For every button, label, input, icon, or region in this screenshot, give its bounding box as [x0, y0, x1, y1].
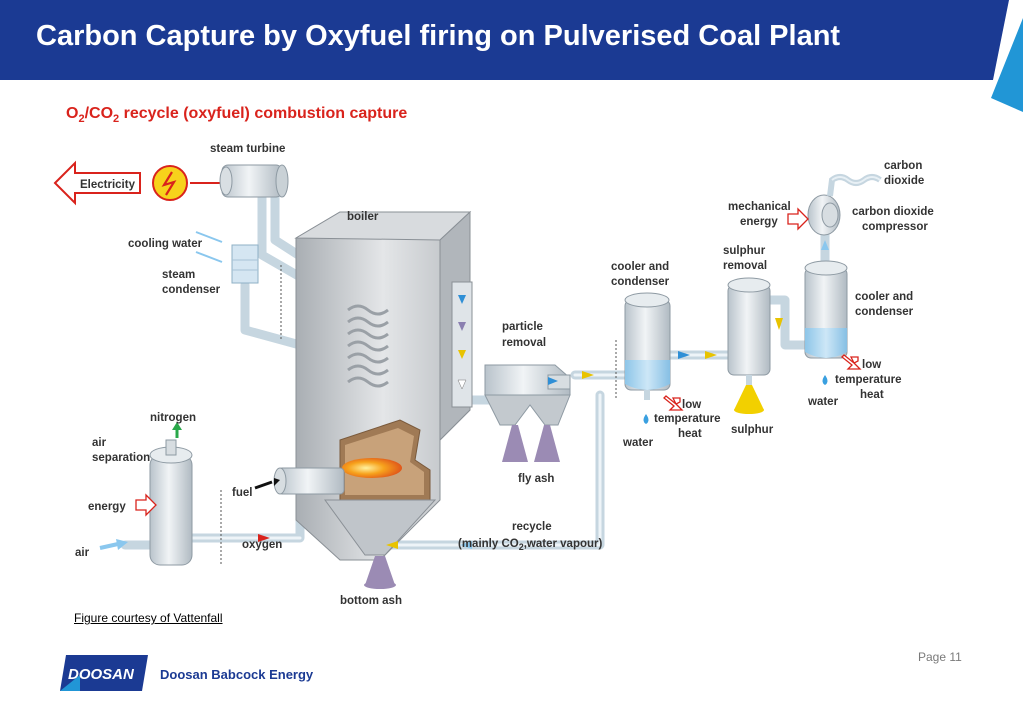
mechanical-energy-arrow	[787, 207, 809, 231]
fly-ash-pile-1	[502, 425, 528, 462]
co2-compressor	[807, 194, 841, 236]
label-air-separation: air separation	[92, 437, 150, 464]
label-electricity: Electricity	[80, 179, 136, 191]
page-number: Page 11	[918, 650, 962, 664]
slide-title: Carbon Capture by Oxyfuel firing on Pulv…	[36, 20, 841, 52]
label-water-2: water	[807, 396, 839, 408]
brand-name: Doosan Babcock Energy	[160, 667, 314, 682]
label-water-1: water	[622, 437, 654, 449]
label-steam-condenser: steam condenser	[162, 269, 221, 296]
water-drop-icon-2	[822, 375, 828, 385]
water-drop-icon-1	[643, 414, 649, 424]
steam-turbine	[219, 164, 289, 198]
low-temp-heat-arrow-1	[663, 395, 684, 411]
label-low-temp-heat-2: low temperature heat	[835, 359, 905, 401]
air-separation-unit	[149, 439, 193, 566]
energy-arrow	[135, 493, 157, 517]
burner	[273, 467, 345, 495]
cooler-condenser-2	[804, 260, 848, 359]
label-fuel: fuel	[232, 487, 252, 499]
label-nitrogen: nitrogen	[150, 412, 196, 424]
slide-header: Carbon Capture by Oxyfuel firing on Pulv…	[0, 0, 1023, 80]
flue-duct	[451, 281, 473, 408]
label-cooler-condenser-2: cooler and condenser	[855, 291, 916, 318]
label-recycle: recycle (mainly CO2,water vapour)	[458, 521, 603, 552]
label-boiler: boiler	[347, 211, 379, 223]
low-temp-heat-arrow-2	[841, 354, 862, 370]
label-steam-turbine: steam turbine	[210, 143, 285, 155]
label-air: air	[75, 547, 90, 559]
label-sulphur-removal: sulphur removal	[723, 245, 768, 272]
label-low-temp-heat-1: low temperature heat	[654, 399, 724, 440]
diagram-title: O2/CO2 recycle (oxyfuel) combustion capt…	[66, 105, 407, 125]
label-fly-ash: fly ash	[518, 473, 554, 485]
label-bottom-ash: bottom ash	[340, 595, 402, 607]
boiler	[294, 210, 472, 561]
electricity-arrow: Electricity	[53, 160, 141, 206]
steam-condenser	[231, 244, 259, 284]
sulphur-removal	[727, 277, 771, 385]
particle-removal	[484, 364, 571, 426]
fuel-arrow	[254, 478, 280, 490]
cooler-condenser-1	[624, 292, 671, 400]
corner-accent	[991, 0, 1023, 115]
bottom-ash-pile	[365, 556, 395, 585]
label-cooling-water: cooling water	[128, 238, 203, 250]
pipe-network	[120, 190, 830, 550]
label-oxygen: oxygen	[242, 539, 282, 551]
figure-caption: Figure courtesy of Vattenfall	[74, 611, 223, 625]
doosan-logo: DOOSAN	[60, 655, 148, 691]
fly-ash-pile-2	[534, 425, 560, 462]
label-sulphur: sulphur	[731, 424, 774, 436]
label-mechanical-energy: mechanical energy	[728, 201, 794, 228]
label-particle-removal: particle removal	[502, 321, 546, 349]
svg-text:DOOSAN: DOOSAN	[68, 666, 135, 683]
nitrogen-arrow	[172, 422, 182, 438]
sulphur-pile	[734, 385, 764, 410]
lightning-icon	[152, 165, 188, 201]
label-carbon-dioxide: carbon dioxide	[884, 160, 926, 187]
label-energy: energy	[88, 501, 126, 513]
co2-outlet-pipe	[827, 174, 882, 197]
air-arrow	[99, 539, 128, 550]
label-cooler-condenser-1: cooler and condenser	[611, 261, 672, 288]
label-co2-compressor: carbon dioxide compressor	[852, 206, 937, 233]
flame	[342, 458, 402, 478]
